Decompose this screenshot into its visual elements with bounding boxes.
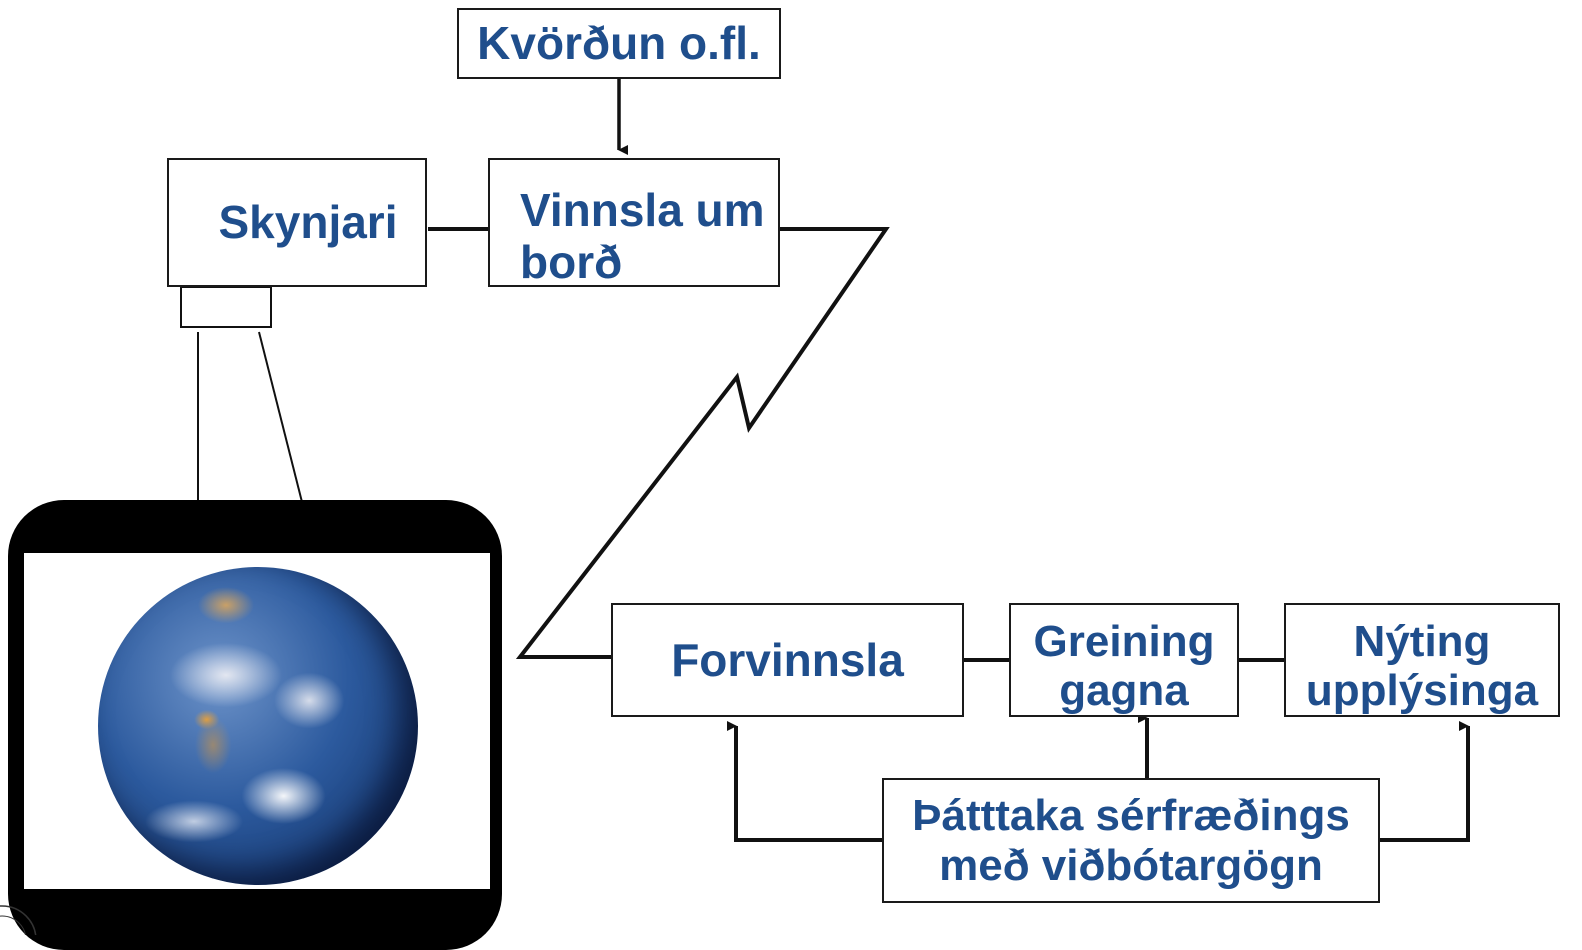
node-vinnsla-label: Vinnsla um borð	[520, 184, 765, 289]
node-vinnsla: Vinnsla um borð	[488, 158, 780, 289]
node-forvinnsla: Forvinnsla	[611, 603, 964, 717]
node-forvinnsla-label: Forvinnsla	[671, 633, 904, 686]
node-nyting: Nýting upplýsinga	[1284, 603, 1560, 717]
sensor-aperture	[180, 286, 272, 328]
node-thatttaka: Þátttaka sérfræðings með viðbótargögn	[882, 778, 1380, 903]
node-kvordun: Kvörðun o.fl.	[457, 8, 781, 79]
corner-logo-icon	[0, 905, 37, 935]
earth-globe-icon	[98, 567, 418, 885]
arrow-thatttaka-to-nyting	[1379, 721, 1470, 842]
node-greining-label: Greining gagna	[1033, 617, 1215, 716]
node-thatttaka-label: Þátttaka sérfræðings með viðbótargögn	[912, 791, 1350, 890]
earth-screen	[24, 553, 490, 889]
arrow-thatttaka-to-forvinnsla	[727, 721, 884, 842]
downlink-zigzag	[515, 227, 890, 659]
node-kvordun-label: Kvörðun o.fl.	[477, 17, 761, 70]
sensor-cone-right	[258, 331, 303, 503]
node-skynjari: Skynjari	[167, 158, 427, 287]
node-skynjari-label: Skynjari	[218, 196, 398, 249]
node-greining: Greining gagna	[1009, 603, 1239, 717]
node-nyting-label: Nýting upplýsinga	[1305, 617, 1539, 716]
